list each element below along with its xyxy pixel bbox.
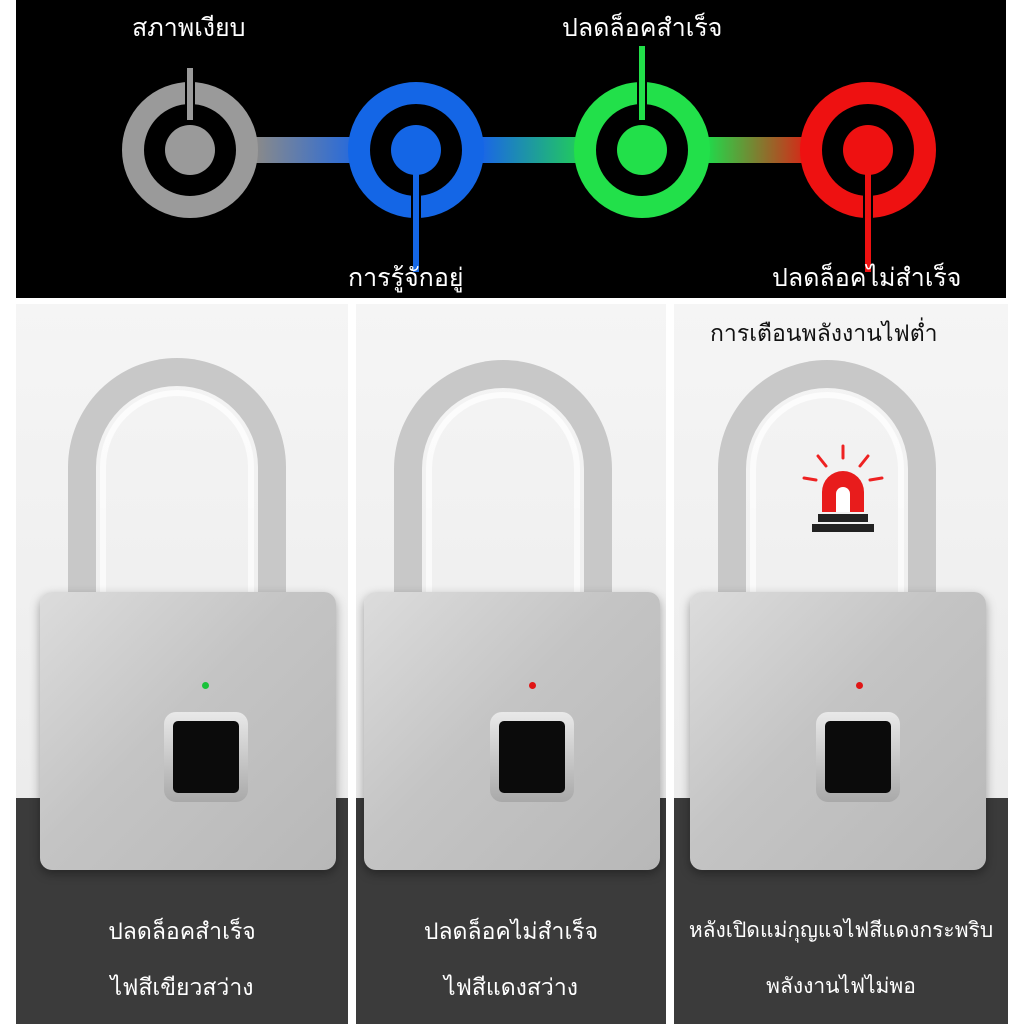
padlock-body — [364, 592, 660, 870]
panel-low-battery: การเตือนพลังงานไฟต่ำ หลังเปิดแม่กุญแจไฟส… — [674, 304, 1008, 1024]
panel-unlock-fail: ปลดล็อคไม่สำเร็จ ไฟสีแดงสว่าง — [356, 304, 666, 1024]
panel-caption-line1: ปลดล็อคสำเร็จ — [108, 919, 256, 945]
panel-caption-line2: ไฟสีแดงสว่าง — [444, 975, 578, 1001]
state-label-recognizing: การรู้จักอยู่ — [348, 263, 464, 292]
fingerprint-sensor — [164, 712, 248, 802]
panel-unlock-success: ปลดล็อคสำเร็จ ไฟสีเขียวสว่าง — [16, 304, 348, 1024]
state-ring-unlock-success — [574, 46, 710, 218]
panel-caption-line1: หลังเปิดแม่กุญแจไฟสีแดงกระพริบ — [688, 918, 994, 942]
fingerprint-sensor — [816, 712, 900, 802]
status-led — [529, 682, 536, 689]
padlock-body — [690, 592, 986, 870]
connector-green-red — [708, 137, 818, 163]
panel-caption-line2: ไฟสีเขียวสว่าง — [110, 975, 254, 1001]
state-label-unlock-success: ปลดล็อคสำเร็จ — [562, 13, 723, 42]
state-label-unlock-fail: ปลดล็อคไม่สำเร็จ — [772, 263, 962, 292]
connector-blue-green — [482, 137, 592, 163]
status-indicator-strip: สภาพเงียบ การรู้จักอยู่ ปลดล็อคสำเร็จ ปล… — [16, 0, 1006, 298]
panel-caption-line1: ปลดล็อคไม่สำเร็จ — [423, 919, 599, 945]
state-dot-unlock-success — [617, 125, 667, 175]
state-ring-unlock-fail — [800, 82, 936, 272]
status-led — [856, 682, 863, 689]
state-ring-idle — [122, 68, 258, 218]
state-ring-recognizing — [348, 82, 484, 272]
status-led — [202, 682, 209, 689]
siren-icon — [802, 444, 884, 532]
low-battery-warning: การเตือนพลังงานไฟต่ำ — [710, 321, 938, 347]
fingerprint-sensor — [490, 712, 574, 802]
connector-gray-blue — [256, 137, 366, 163]
padlock-body — [40, 592, 336, 870]
state-label-idle: สภาพเงียบ — [132, 13, 246, 42]
panel-caption-line2: พลังงานไฟไม่พอ — [766, 974, 916, 998]
state-dot-idle — [165, 125, 215, 175]
